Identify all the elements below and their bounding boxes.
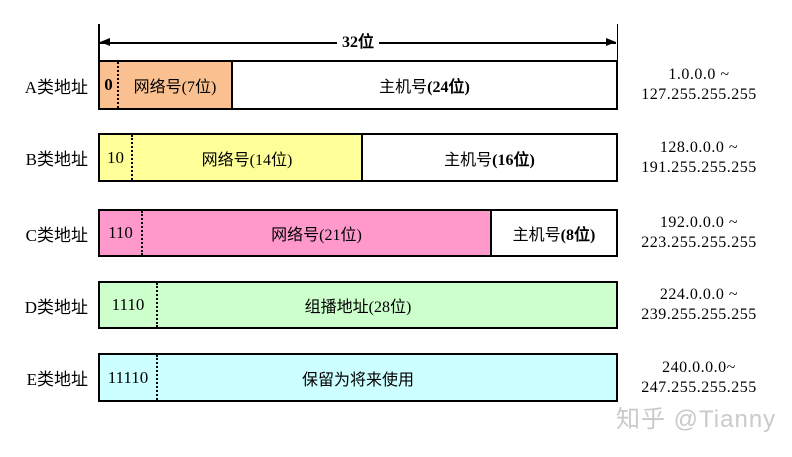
bit-width-scale: 32位 (98, 24, 618, 60)
class-a-host-label: 主机号(24位) (379, 79, 470, 96)
class-c-range-end: 223.255.255.255 (641, 234, 757, 251)
zhihu-watermark: 知乎 @Tianny (616, 406, 777, 433)
class-e-label: E类地址 (26, 370, 88, 389)
class-e-bar: 11110 保留为将来使用 (98, 353, 618, 402)
class-d-range-end: 239.255.255.255 (641, 306, 757, 323)
arrow-right-icon (606, 38, 616, 46)
class-c-host-label: 主机号(8位) (512, 227, 596, 244)
class-e-segment: 11110 保留为将来使用 (100, 355, 616, 400)
class-b-range-end: 191.255.255.255 (641, 158, 757, 176)
class-c-label: C类地址 (25, 225, 88, 245)
class-a-host-segment: 主机号(24位) (231, 62, 616, 108)
class-a-network-segment: 0 网络号(7位) (100, 62, 231, 108)
arrow-left-icon (100, 38, 110, 46)
class-b-network-label: 网络号(14位) (201, 151, 293, 169)
class-a-network-label: 网络号(7位) (133, 79, 217, 96)
row-class-d: D类地址 1110 组播地址(28位) 224.0.0.0 ~ 239.255.… (0, 281, 792, 329)
class-d-range-start: 224.0.0.0 ~ (659, 286, 739, 303)
class-b-prefix-bits: 10 (100, 135, 133, 180)
class-b-host-label: 主机号(16位) (444, 151, 535, 169)
class-a-range-end: 127.255.255.255 (641, 86, 757, 103)
class-e-segment-label: 保留为将来使用 (301, 371, 414, 389)
class-e-range-start: 240.0.0.0~ (662, 358, 736, 376)
row-class-b: B类地址 10 网络号(14位) 主机号(16位) 128.0.0.0 ~ 19… (0, 133, 792, 182)
scale-right-tick (616, 24, 618, 60)
row-class-a: A类地址 0 网络号(7位) 主机号(24位) 1.0.0.0 ~ 127.25… (0, 60, 792, 110)
class-e-prefix-bits: 11110 (100, 355, 158, 400)
class-c-prefix-bits: 110 (100, 211, 143, 255)
class-b-network-segment: 10 网络号(14位) (100, 135, 361, 180)
class-c-bar: 110 网络号(21位) 主机号(8位) (98, 209, 618, 257)
row-class-e: E类地址 11110 保留为将来使用 240.0.0.0~ 247.255.25… (0, 353, 792, 402)
class-d-bar: 1110 组播地址(28位) (98, 281, 618, 329)
class-a-range: 1.0.0.0 ~ 127.255.255.255 (624, 60, 774, 110)
class-c-range-start: 192.0.0.0 ~ (659, 214, 739, 231)
class-d-segment-label: 组播地址(28位) (304, 299, 412, 316)
class-d-range: 224.0.0.0 ~ 239.255.255.255 (624, 281, 774, 329)
class-b-label: B类地址 (25, 150, 88, 169)
class-a-prefix-bits: 0 (100, 62, 119, 108)
class-a-bar: 0 网络号(7位) 主机号(24位) (98, 60, 618, 110)
class-e-range-end: 247.255.255.255 (641, 378, 757, 396)
class-b-bar: 10 网络号(14位) 主机号(16位) (98, 133, 618, 182)
class-c-network-label: 网络号(21位) (271, 227, 362, 244)
class-d-prefix-bits: 1110 (100, 283, 158, 327)
class-a-label: A类地址 (24, 77, 88, 97)
class-b-host-segment: 主机号(16位) (361, 135, 616, 180)
class-c-network-segment: 110 网络号(21位) (100, 211, 490, 255)
class-d-label: D类地址 (24, 297, 88, 317)
class-b-range: 128.0.0.0 ~ 191.255.255.255 (624, 133, 774, 182)
class-c-host-segment: 主机号(8位) (490, 211, 616, 255)
class-a-range-start: 1.0.0.0 ~ (668, 66, 730, 83)
class-d-segment: 1110 组播地址(28位) (100, 283, 616, 327)
class-b-range-start: 128.0.0.0 ~ (659, 138, 739, 156)
bit-width-label: 32位 (336, 33, 380, 52)
scale-left-tick (98, 24, 100, 60)
class-c-range: 192.0.0.0 ~ 223.255.255.255 (624, 209, 774, 257)
row-class-c: C类地址 110 网络号(21位) 主机号(8位) 192.0.0.0 ~ 22… (0, 209, 792, 257)
class-e-range: 240.0.0.0~ 247.255.255.255 (624, 353, 774, 402)
